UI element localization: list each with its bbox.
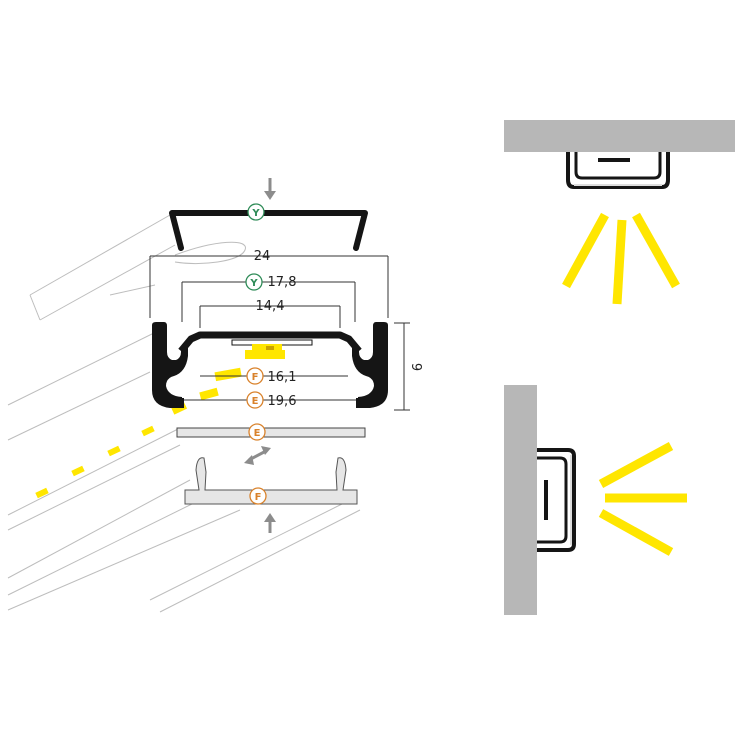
wall-light-rays	[598, 442, 687, 556]
up-arrow-bottom	[264, 513, 276, 533]
cover-e: E	[176, 423, 366, 441]
dim-slot-f: 16,1	[268, 370, 297, 385]
svg-text:E: E	[254, 428, 261, 439]
dim-height: 9	[408, 363, 423, 371]
svg-text:Y: Y	[251, 208, 260, 219]
badge-y-dimension: Y	[245, 273, 263, 291]
badge-y-cover: Y	[247, 203, 265, 221]
cover-f: F	[184, 457, 358, 505]
profile-cross-section	[152, 322, 388, 408]
svg-text:F: F	[252, 372, 259, 383]
dim-slot-e: 19,6	[268, 394, 297, 409]
dimension-lines	[149, 255, 410, 411]
wall-mount-view	[504, 385, 576, 615]
slide-arrow	[244, 446, 271, 465]
svg-text:F: F	[255, 492, 262, 503]
led-strip-inside	[231, 339, 313, 353]
ceiling-mount-view	[504, 120, 735, 189]
badge-e-dimension: E	[246, 391, 264, 409]
profile-perspective-ghost	[7, 214, 361, 613]
dim-overall-width: 24	[254, 249, 271, 264]
cover-y	[169, 210, 368, 251]
svg-text:E: E	[252, 396, 259, 407]
svg-text:Y: Y	[249, 278, 258, 289]
dim-inner-top: 14,4	[256, 299, 285, 314]
down-arrow-top	[264, 178, 276, 200]
badge-f-dimension: F	[246, 367, 264, 385]
dim-inner-top-y: 17,8	[268, 275, 297, 290]
ceiling-light-rays	[562, 212, 680, 305]
